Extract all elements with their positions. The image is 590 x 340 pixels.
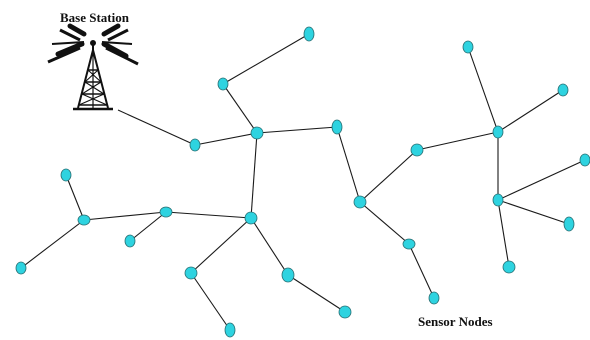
sensor-node — [502, 260, 516, 274]
sensor-node — [303, 26, 315, 42]
base-station-label: Base Station — [60, 10, 130, 25]
sensor-nodes-label: Sensor Nodes — [418, 314, 493, 329]
sensor-node — [338, 305, 352, 319]
edge — [83, 211, 167, 221]
sensor-node — [563, 216, 575, 232]
edge — [359, 149, 418, 203]
edge — [20, 219, 85, 269]
network-edges — [20, 33, 586, 331]
sensor-node — [462, 40, 474, 54]
sensor-node — [492, 125, 504, 139]
edge — [497, 159, 586, 201]
edge — [129, 211, 167, 242]
edge — [165, 211, 252, 219]
sensor-node — [428, 291, 440, 305]
sensor-node — [250, 126, 264, 140]
sensor-node — [60, 168, 72, 182]
sensor-node — [402, 238, 416, 250]
sensor-node — [281, 267, 295, 283]
edge — [117, 109, 196, 146]
edge — [190, 217, 252, 274]
edge — [287, 274, 346, 313]
edge — [467, 46, 499, 133]
radio-tower-icon — [47, 23, 139, 111]
sensor-node — [124, 234, 136, 248]
edge — [336, 126, 361, 203]
sensor-node — [579, 153, 590, 167]
sensor-node — [353, 195, 367, 209]
sensor-node — [184, 266, 198, 280]
sensor-node — [492, 193, 504, 207]
edge — [497, 199, 510, 268]
edge — [408, 243, 435, 299]
sensor-node — [159, 206, 173, 218]
edge — [250, 217, 289, 276]
sensor-node — [244, 211, 258, 225]
edge — [497, 89, 564, 133]
sensor-node — [557, 83, 569, 97]
edge — [222, 83, 258, 134]
sensor-node — [217, 77, 229, 91]
edge — [222, 33, 310, 85]
sensor-node — [189, 138, 201, 152]
edge — [256, 126, 338, 134]
sensor-node — [15, 261, 27, 275]
edge — [359, 201, 410, 245]
edge — [65, 174, 85, 221]
sensor-nodes — [15, 26, 590, 338]
sensor-node — [331, 119, 343, 135]
sensor-node — [77, 214, 91, 226]
edge — [497, 199, 570, 225]
sensor-node — [410, 143, 424, 157]
edge — [194, 132, 258, 146]
edge — [416, 131, 499, 151]
edge — [250, 132, 258, 219]
edge — [190, 272, 231, 331]
sensor-node — [224, 322, 236, 338]
